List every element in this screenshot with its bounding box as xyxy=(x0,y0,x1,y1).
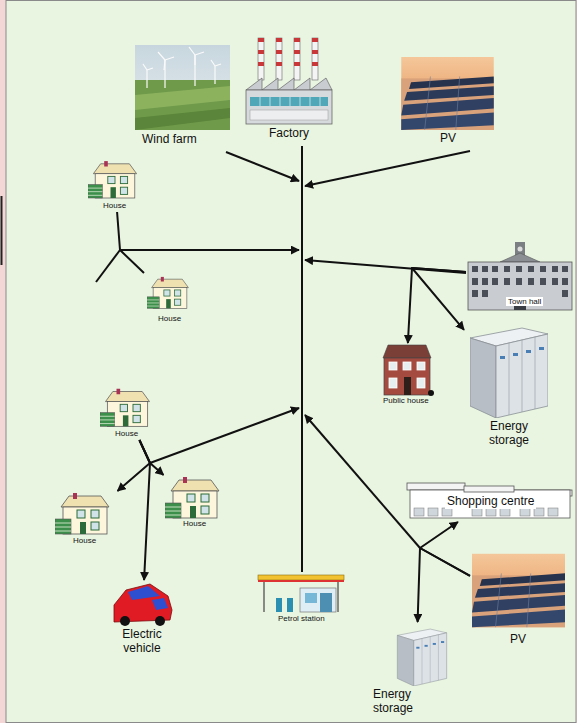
node-label: Energy storage xyxy=(373,688,433,716)
node-label: Factory xyxy=(269,127,309,141)
node-label: PV xyxy=(440,132,456,146)
picture-node: Electric vehicle xyxy=(105,580,179,662)
town-hall-picture xyxy=(468,242,572,310)
picture-node: Petrol station xyxy=(255,572,347,628)
feeder-line xyxy=(305,415,420,548)
house-picture xyxy=(165,477,219,518)
picture-node: Energy storage xyxy=(371,622,461,721)
picture-node: House xyxy=(97,386,157,440)
node-label: House xyxy=(115,429,138,438)
power-line xyxy=(412,268,466,330)
pv-picture xyxy=(401,57,493,130)
power-line xyxy=(420,522,470,576)
node-label: Electric vehicle xyxy=(110,628,174,656)
feeder-line xyxy=(150,408,299,463)
picture-node: House xyxy=(144,271,196,325)
power-line xyxy=(118,440,151,491)
side-bracket xyxy=(1,196,3,265)
picture-node: Wind farm xyxy=(130,42,232,150)
node-label: House xyxy=(158,314,181,323)
power-line xyxy=(408,268,466,343)
picture-node: Public house xyxy=(372,343,440,411)
picture-node: Town hall xyxy=(466,240,574,312)
shopping-centre-picture xyxy=(407,483,572,518)
picture-node: PV xyxy=(398,55,498,149)
picture-node: House xyxy=(162,475,228,531)
node-label: Public house xyxy=(383,396,429,405)
node-label: House xyxy=(103,201,126,210)
node-label: Petrol station xyxy=(278,614,325,623)
node-label: Town hall xyxy=(506,297,543,306)
picture-node: House xyxy=(85,158,145,212)
power-line xyxy=(139,440,150,580)
energy-storage-picture xyxy=(470,328,548,418)
stub-line xyxy=(96,250,120,282)
bus-wires xyxy=(96,146,470,572)
picture-node: Shopping centre xyxy=(405,478,575,522)
picture-node: Energy storage xyxy=(464,318,554,449)
feeder-line xyxy=(305,151,470,186)
power-line xyxy=(418,548,470,622)
node-label: House xyxy=(183,519,206,528)
house-picture xyxy=(100,389,150,427)
power-line xyxy=(117,212,144,273)
picture-node: House xyxy=(52,491,118,547)
house-picture xyxy=(88,161,137,198)
house-picture xyxy=(55,493,109,534)
node-label: Wind farm xyxy=(142,133,197,147)
node-label: PV xyxy=(510,633,526,647)
electric-vehicle-picture xyxy=(114,584,172,626)
feeder-line xyxy=(120,249,299,251)
public-house-picture xyxy=(383,345,434,396)
factory-picture xyxy=(246,38,332,124)
main-bus xyxy=(301,146,303,572)
node-label: Energy storage xyxy=(474,420,544,448)
feeder-line xyxy=(226,152,299,181)
picture-node: Factory xyxy=(243,32,335,144)
node-label: Shopping centre xyxy=(445,495,536,509)
power-line xyxy=(139,440,163,475)
energy-storage-picture xyxy=(397,629,446,686)
pv-picture xyxy=(472,554,565,627)
petrol-station-picture xyxy=(258,575,344,612)
wind-farm-picture xyxy=(135,45,230,130)
picture-node: PV xyxy=(470,551,567,655)
house-picture xyxy=(147,277,188,308)
node-label: House xyxy=(73,536,96,545)
panel-ground xyxy=(6,1,576,723)
